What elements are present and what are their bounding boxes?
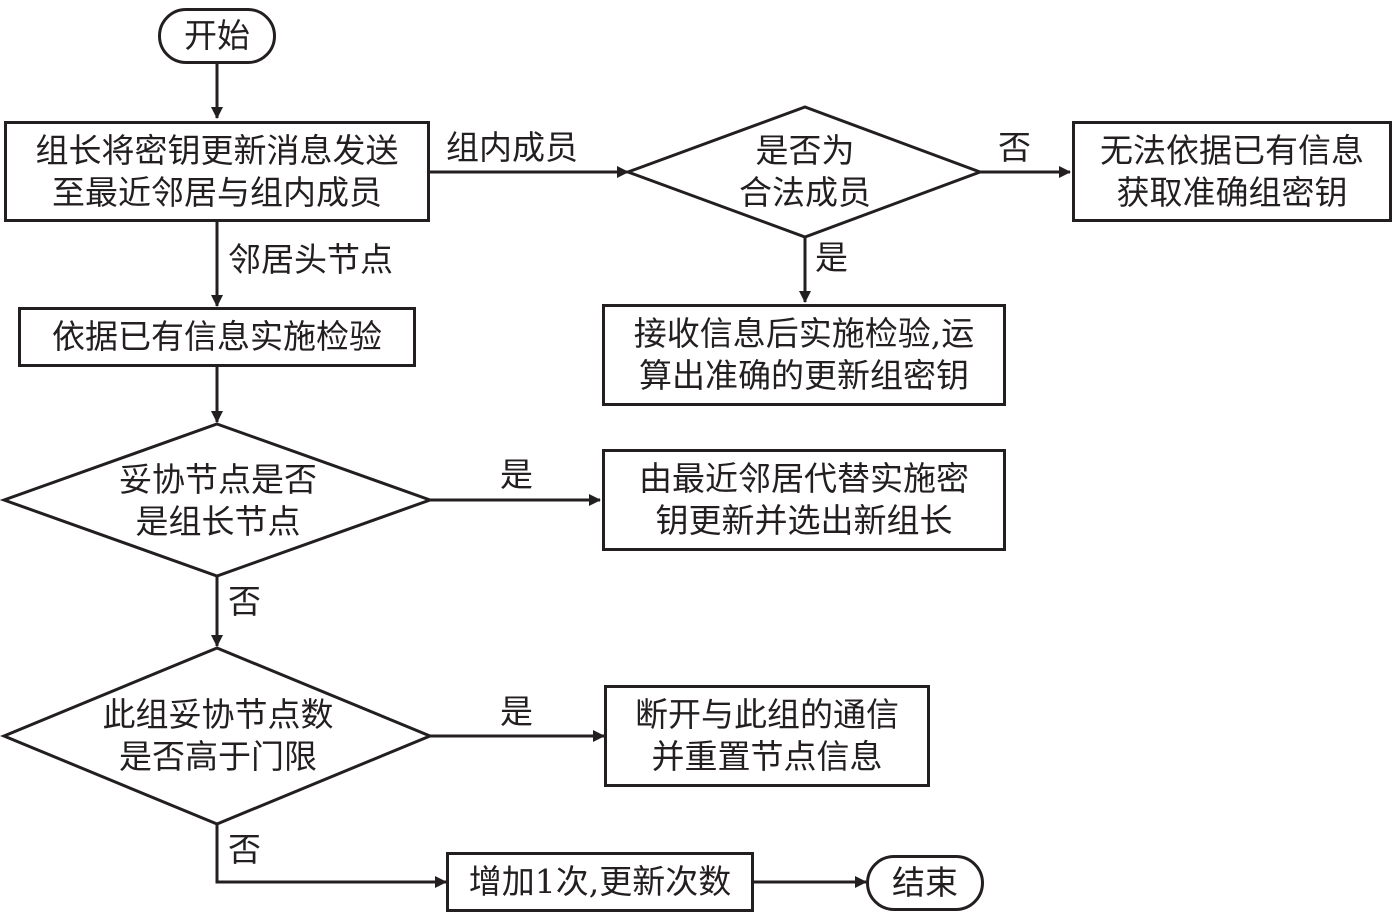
start-label: 开始 xyxy=(184,16,250,55)
receive-verify-box: 接收信息后实施检验,运 算出准确的更新组密钥 xyxy=(602,304,1006,406)
disconnect-line-2: 并重置节点信息 xyxy=(651,737,883,776)
send-update-line-1: 组长将密钥更新消息发送 xyxy=(35,130,399,170)
arrow-threshold-no xyxy=(215,824,447,888)
check-existing-box: 依据已有信息实施检验 xyxy=(18,307,416,367)
receive-verify-line-1: 接收信息后实施检验,运 xyxy=(633,314,975,353)
disconnect-box: 断开与此组的通信 并重置节点信息 xyxy=(604,685,930,787)
send-update-line-2: 至最近邻居与组内成员 xyxy=(52,172,382,212)
edge-label-legal-no: 否 xyxy=(998,128,1031,167)
edge-label-legal-yes: 是 xyxy=(815,238,848,277)
threshold-line-1: 此组妥协节点数 xyxy=(102,695,334,734)
send-update-box: 组长将密钥更新消息发送 至最近邻居与组内成员 xyxy=(4,121,430,222)
decision-shape-threshold xyxy=(0,646,434,826)
threshold-line-2: 是否高于门限 xyxy=(119,737,317,776)
legal-member-line-2: 合法成员 xyxy=(739,173,871,212)
edge-label-neighbor-head: 邻居头节点 xyxy=(228,240,393,279)
disconnect-line-1: 断开与此组的通信 xyxy=(635,695,899,734)
increment-box: 增加1次,更新次数 xyxy=(446,852,754,912)
decision-shape-leader xyxy=(0,422,435,578)
edge-label-threshold-yes: 是 xyxy=(500,692,533,731)
cannot-get-key-box: 无法依据已有信息 获取准确组密钥 xyxy=(1072,121,1392,222)
decision-shape-legal xyxy=(623,105,985,239)
check-existing-label: 依据已有信息实施检验 xyxy=(52,317,382,356)
neighbor-replace-line-1: 由最近邻居代替实施密 xyxy=(639,459,969,498)
cannot-get-key-line-1: 无法依据已有信息 xyxy=(1100,130,1364,170)
edge-label-group-members: 组内成员 xyxy=(446,128,578,167)
receive-verify-line-2: 算出准确的更新组密钥 xyxy=(639,356,969,395)
edge-label-leader-no: 否 xyxy=(228,582,261,621)
neighbor-replace-line-2: 钥更新并选出新组长 xyxy=(655,501,953,540)
leader-decision: 妥协节点是否 是组长节点 xyxy=(60,457,376,545)
legal-member-line-1: 是否为 xyxy=(755,131,855,170)
cannot-get-key-line-2: 获取准确组密钥 xyxy=(1116,172,1348,212)
legal-member-decision: 是否为 合法成员 xyxy=(660,128,950,216)
threshold-decision: 此组妥协节点数 是否高于门限 xyxy=(50,692,386,780)
neighbor-replace-box: 由最近邻居代替实施密 钥更新并选出新组长 xyxy=(602,449,1006,551)
edge-label-threshold-no: 否 xyxy=(228,830,261,869)
edge-label-leader-yes: 是 xyxy=(500,455,533,494)
end-label: 结束 xyxy=(892,863,958,902)
end-terminal: 结束 xyxy=(866,855,984,911)
start-terminal: 开始 xyxy=(158,8,276,64)
increment-label: 增加1次,更新次数 xyxy=(468,862,732,901)
leader-line-1: 妥协节点是否 xyxy=(119,460,317,499)
leader-line-2: 是组长节点 xyxy=(135,502,301,541)
